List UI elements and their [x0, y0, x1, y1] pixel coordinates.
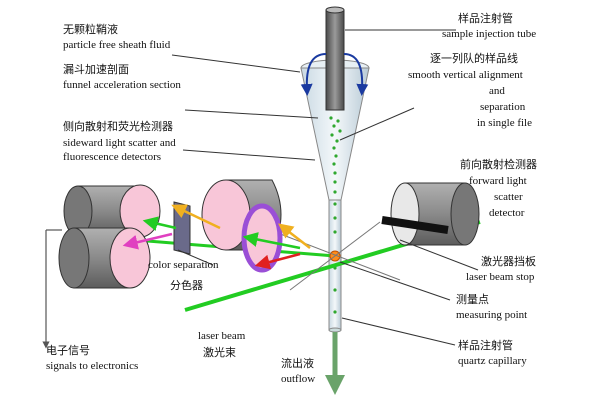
label-laser-en: laser beam: [198, 330, 246, 342]
label-funnel-zh: 漏斗加速剖面: [63, 63, 129, 76]
label-outflow-en: outflow: [281, 373, 316, 385]
arrow-green-center: [242, 232, 301, 250]
leader-lines: [171, 29, 479, 346]
label-side-en2: fluorescence detectors: [63, 151, 162, 163]
label-side-en1: sideward light scatter and: [63, 137, 176, 149]
arrow-green-left: [142, 216, 177, 231]
label-color-sep-en: color separation: [148, 259, 219, 271]
side-detector-lower-left: [58, 227, 151, 289]
label-outflow-zh: 流出液: [281, 357, 314, 370]
particle-stream: [329, 116, 342, 314]
label-signals-en: signals to electronics: [46, 360, 139, 372]
label-inject-zh: 样品注射管: [458, 12, 513, 25]
label-align-zh: 逐一列队的样品线: [430, 52, 518, 65]
label-capillary-zh: 样品注射管: [458, 339, 513, 352]
label-align-en1: smooth vertical alignment: [408, 69, 523, 81]
label-forward-en1: forward light: [469, 175, 527, 187]
label-forward-zh: 前向散射检测器: [460, 158, 537, 171]
label-sheath-zh: 无颗粒鞘液: [63, 23, 118, 36]
label-side-zh: 侧向散射和荧光检测器: [63, 120, 173, 133]
sample-injection-tube: [325, 9, 345, 111]
label-funnel-en: funnel acceleration section: [63, 79, 181, 91]
label-measure-en: measuring point: [456, 309, 528, 321]
label-stop-en: laser beam stop: [466, 271, 535, 283]
label-signals-zh: 电子信号: [46, 344, 90, 357]
sheath-arrow-left: [300, 53, 327, 96]
label-align-en4: in single file: [477, 117, 532, 129]
cross-line-b: [289, 221, 381, 291]
label-align-en3: separation: [480, 101, 526, 113]
label-sheath-en: particle free sheath fluid: [63, 39, 171, 51]
label-align-en2: and: [489, 85, 505, 97]
capillary-bottom: [328, 327, 342, 333]
label-capillary-en: quartz capillary: [458, 355, 527, 367]
label-inject-en: sample injection tube: [442, 28, 537, 40]
arrow-magenta: [122, 232, 173, 250]
label-stop-zh: 激光器挡板: [481, 255, 536, 268]
forward-scatter-detector: [390, 182, 480, 246]
tube-top: [325, 6, 345, 14]
sheath-arrow-right: [343, 53, 369, 96]
arrow-yellow-up: [171, 204, 221, 230]
label-color-sep-zh: 分色器: [170, 279, 203, 292]
label-measure-zh: 测量点: [456, 293, 489, 306]
label-forward-en2: scatter: [494, 191, 523, 203]
label-forward-en3: detector: [489, 207, 525, 219]
laser-beam-stop: [381, 216, 449, 234]
arrow-yellow-right: [278, 223, 311, 249]
arrow-red: [254, 252, 301, 270]
label-laser-zh: 激光束: [203, 346, 236, 359]
